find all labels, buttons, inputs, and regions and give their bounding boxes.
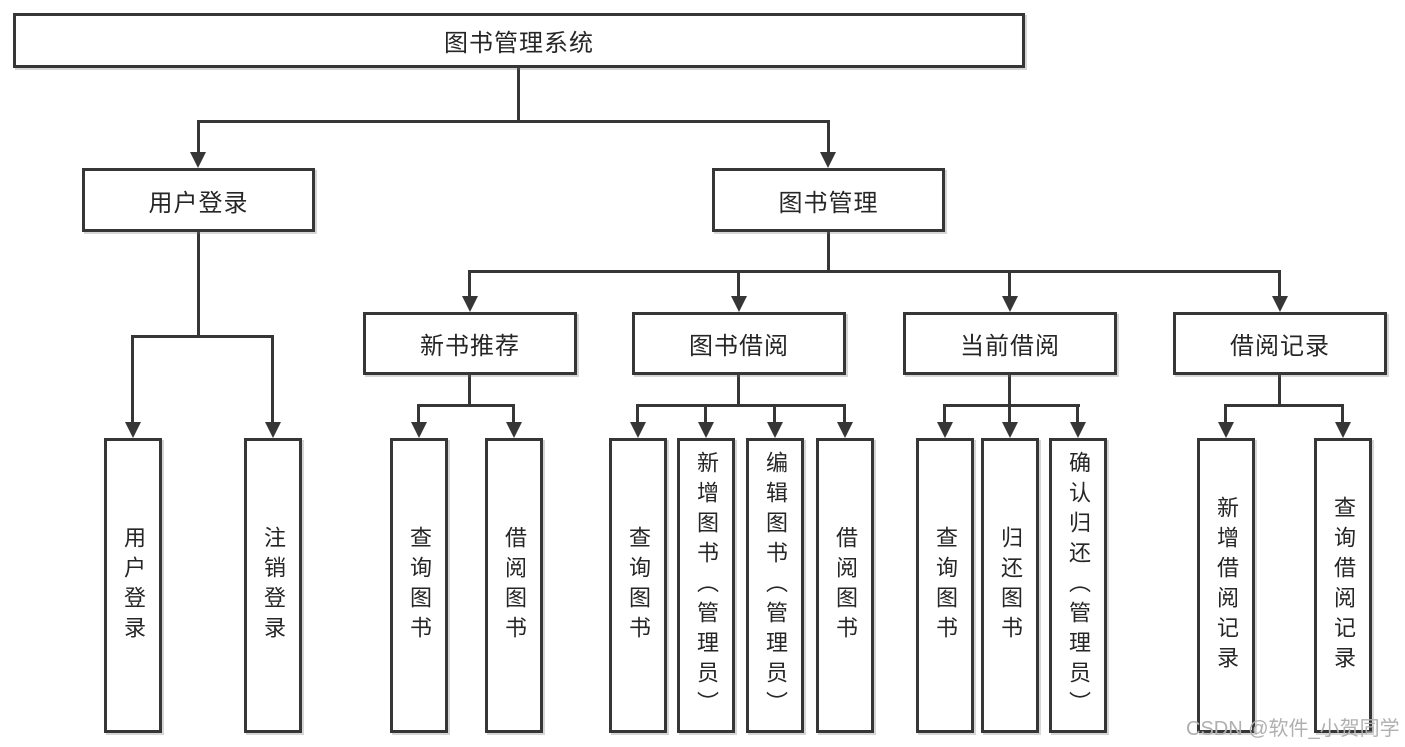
connector-drop-user-login <box>197 120 200 154</box>
connector-drop-leaf <box>1076 404 1079 424</box>
arrowhead-down-icon <box>1002 422 1018 438</box>
arrowhead-down-icon <box>820 152 836 168</box>
arrowhead-down-icon <box>125 422 141 438</box>
leaf-logout: 注销登录 <box>244 438 302 733</box>
leaf-confirm-return-admin: 确认归还（管理员） <box>1049 438 1107 733</box>
node-user-login-label: 用户登录 <box>148 189 249 217</box>
arrowhead-down-icon <box>265 422 281 438</box>
leaf-return-books: 归还图书 <box>981 438 1039 733</box>
node-book-management-label: 图书管理 <box>778 189 879 217</box>
leaf-query-books: 查询图书 <box>609 438 667 733</box>
node-borrowing-records-label: 借阅记录 <box>1230 333 1330 360</box>
connector-drop-leaf <box>1224 404 1227 424</box>
leaf-edit-books-admin-label: 编辑图书（管理员） <box>763 450 788 721</box>
connector-new-book-branch <box>417 404 515 407</box>
arrowhead-down-icon <box>1002 296 1018 312</box>
leaf-borrow-books-recommend-label: 借阅图书 <box>502 525 527 646</box>
arrowhead-down-icon <box>630 422 646 438</box>
leaf-add-books-admin-label: 新增图书（管理员） <box>694 450 719 721</box>
node-borrowing-records: 借阅记录 <box>1173 312 1387 375</box>
leaf-user-login: 用户登录 <box>104 438 162 733</box>
connector-drop-leaf <box>843 404 846 424</box>
arrowhead-down-icon <box>731 296 747 312</box>
node-book-management: 图书管理 <box>712 168 945 232</box>
connector-book-mgmt-branch <box>468 270 1281 273</box>
connector-drop-leaf <box>512 404 515 424</box>
leaf-edit-books-admin: 编辑图书（管理员） <box>746 438 804 733</box>
leaf-query-books-recommend: 查询图书 <box>390 438 448 733</box>
connector-drop-leaf <box>943 404 946 424</box>
leaf-query-borrow-record-label: 查询借阅记录 <box>1331 495 1356 676</box>
leaf-query-books-recommend-label: 查询图书 <box>407 525 432 646</box>
connector-drop-leaf <box>417 404 420 424</box>
arrowhead-down-icon <box>190 152 206 168</box>
arrowhead-down-icon <box>462 296 478 312</box>
connector-drop-leaf <box>1008 404 1011 424</box>
connector-borrow-record-stem <box>1278 375 1281 404</box>
arrowhead-down-icon <box>1070 422 1086 438</box>
arrowhead-down-icon <box>767 422 783 438</box>
node-library-system-label: 图书管理系统 <box>444 30 594 57</box>
node-user-login: 用户登录 <box>82 168 315 232</box>
connector-drop-borrow-record <box>1278 270 1281 298</box>
leaf-query-books-label: 查询图书 <box>626 525 651 646</box>
node-book-borrowing-label: 图书借阅 <box>689 333 789 360</box>
arrowhead-down-icon <box>411 422 427 438</box>
leaf-borrow-books-label: 借阅图书 <box>833 525 858 646</box>
leaf-query-books-current: 查询图书 <box>916 438 974 733</box>
connector-drop-leaf <box>271 335 274 424</box>
leaf-add-borrow-record: 新增借阅记录 <box>1197 438 1255 733</box>
leaf-logout-label: 注销登录 <box>261 525 286 646</box>
leaf-borrow-books: 借阅图书 <box>816 438 874 733</box>
connector-current-borrow-stem <box>1008 375 1011 404</box>
node-book-borrowing: 图书借阅 <box>632 312 846 375</box>
connector-root-stem <box>517 68 520 120</box>
connector-drop-book-borrow <box>737 270 740 298</box>
leaf-user-login-label: 用户登录 <box>121 525 146 646</box>
leaf-query-borrow-record: 查询借阅记录 <box>1314 438 1372 733</box>
leaf-add-borrow-record-label: 新增借阅记录 <box>1214 495 1239 676</box>
node-new-book-recommend-label: 新书推荐 <box>420 333 520 360</box>
leaf-borrow-books-recommend: 借阅图书 <box>485 438 543 733</box>
connector-book-borrow-stem <box>737 375 740 404</box>
connector-drop-leaf <box>1341 404 1344 424</box>
leaf-query-books-current-label: 查询图书 <box>933 525 958 646</box>
node-current-borrowing: 当前借阅 <box>903 312 1117 375</box>
connector-drop-leaf <box>131 335 134 424</box>
connector-drop-book-mgmt <box>827 120 830 154</box>
arrowhead-down-icon <box>837 422 853 438</box>
arrowhead-down-icon <box>506 422 522 438</box>
connector-book-mgmt-stem <box>827 232 830 270</box>
leaf-confirm-return-admin-label: 确认归还（管理员） <box>1066 450 1091 721</box>
connector-user-login-stem <box>197 232 200 335</box>
arrowhead-down-icon <box>1218 422 1234 438</box>
connector-drop-leaf <box>636 404 639 424</box>
node-library-system: 图书管理系统 <box>13 13 1025 68</box>
arrowhead-down-icon <box>1335 422 1351 438</box>
connector-drop-leaf <box>773 404 776 424</box>
connector-drop-new-book <box>468 270 471 298</box>
leaf-add-books-admin: 新增图书（管理员） <box>677 438 735 733</box>
arrowhead-down-icon <box>937 422 953 438</box>
leaf-return-books-label: 归还图书 <box>998 525 1023 646</box>
connector-root-branch <box>197 120 830 123</box>
node-new-book-recommend: 新书推荐 <box>363 312 577 375</box>
connector-current-borrow-branch <box>943 404 1080 407</box>
arrowhead-down-icon <box>1272 296 1288 312</box>
connector-drop-leaf <box>704 404 707 424</box>
connector-user-login-branch <box>131 335 274 338</box>
connector-new-book-stem <box>468 375 471 404</box>
node-current-borrowing-label: 当前借阅 <box>960 333 1060 360</box>
connector-borrow-record-branch <box>1224 404 1344 407</box>
connector-book-borrow-branch <box>636 404 846 407</box>
connector-drop-current-borrow <box>1008 270 1011 298</box>
arrowhead-down-icon <box>698 422 714 438</box>
csdn-watermark: CSDN @软件_小贺同学 <box>1186 718 1400 740</box>
